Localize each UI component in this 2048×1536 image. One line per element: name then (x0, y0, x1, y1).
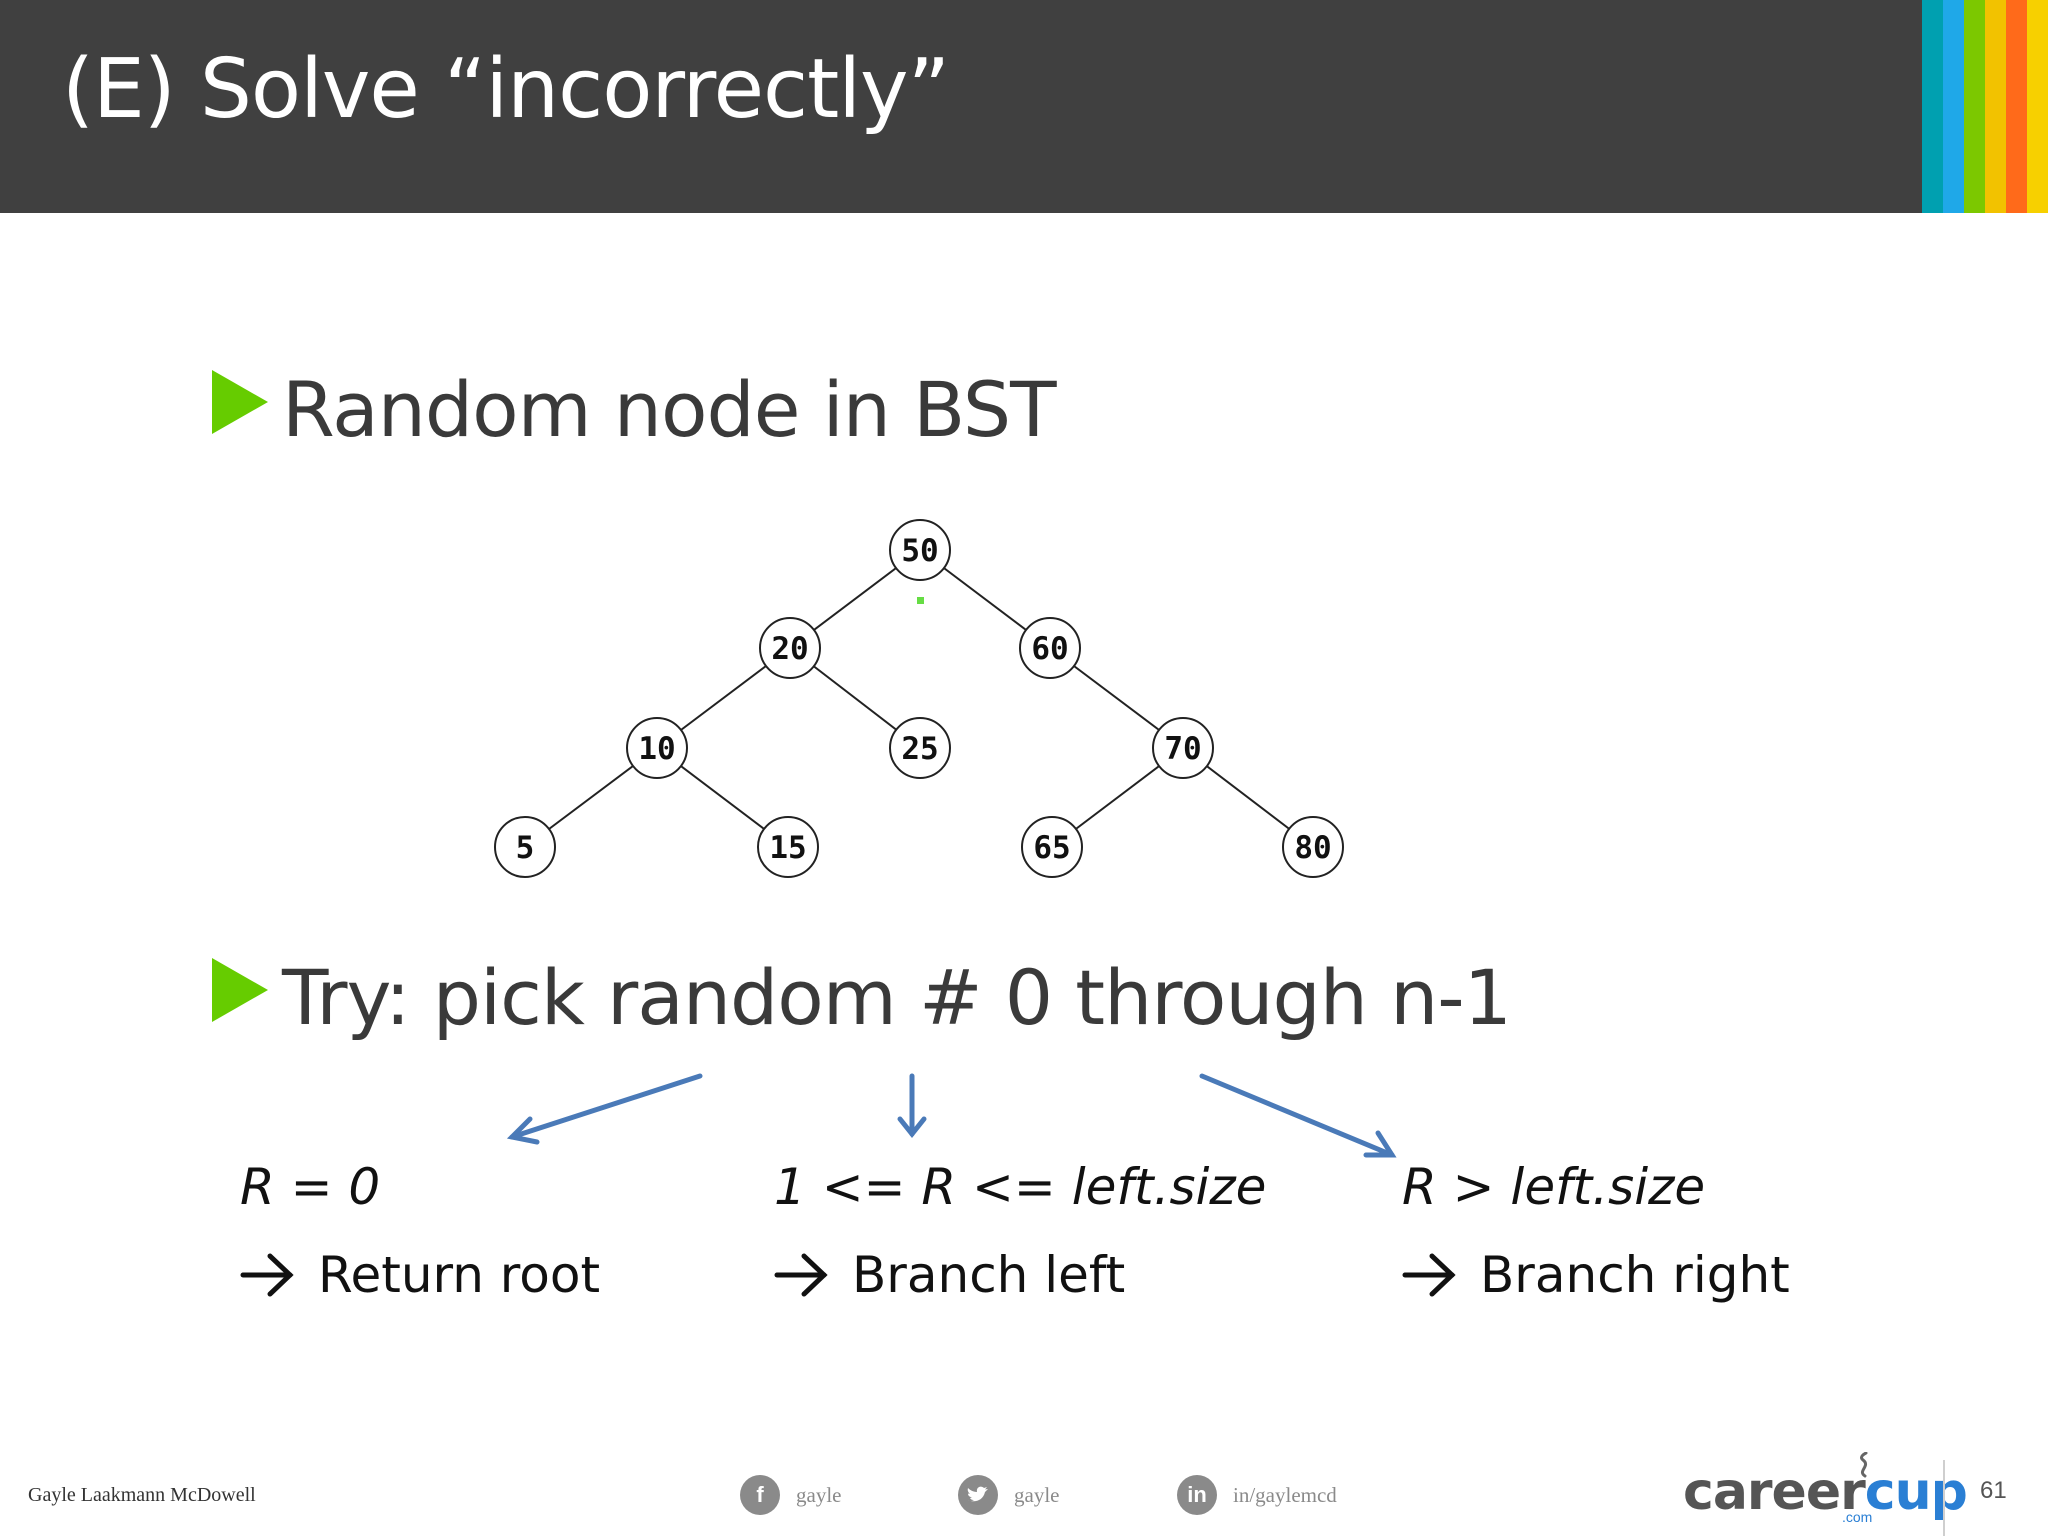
node-5: 5 (494, 816, 556, 878)
node-50: 50 (889, 519, 951, 581)
node-10: 10 (626, 717, 688, 779)
arrow-right-icon (240, 1253, 294, 1297)
bullet-text-1: Random node in BST (282, 365, 1057, 454)
node-label: 65 (1033, 830, 1070, 866)
logo-com: .com (1842, 1509, 1873, 1525)
case-root: R = 0 Return root (240, 1158, 600, 1304)
arrow-right-icon (1402, 1253, 1456, 1297)
social-twitter[interactable]: gayle (958, 1475, 1059, 1515)
node-label: 20 (771, 631, 808, 667)
facebook-handle: gayle (796, 1482, 842, 1507)
node-label: 70 (1164, 731, 1201, 767)
social-facebook[interactable]: f gayle (740, 1475, 841, 1515)
node-25: 25 (889, 717, 951, 779)
linkedin-icon[interactable]: in (1177, 1475, 1217, 1515)
footer-divider (1943, 1460, 1945, 1536)
slide-title: (E) Solve “incorrectly” (62, 42, 950, 137)
steam-icon (1860, 1452, 1868, 1478)
social-linkedin[interactable]: in in/gaylemcd (1177, 1475, 1337, 1515)
color-stripes (1922, 0, 2048, 213)
node-label: 60 (1031, 631, 1068, 667)
node-label: 15 (769, 830, 806, 866)
node-label: 25 (901, 731, 938, 767)
stripe-yellow (1985, 0, 2006, 213)
arrow-right-icon (774, 1253, 828, 1297)
arrow-left (506, 1073, 703, 1145)
bullet-marker (212, 370, 268, 434)
case-result: Return root (240, 1246, 600, 1304)
node-70: 70 (1152, 717, 1214, 779)
arrow-down (897, 1073, 927, 1139)
case-condition: R > left.size (1402, 1158, 1706, 1216)
case-condition: R = 0 (240, 1158, 381, 1216)
page-number: 61 (1980, 1477, 2007, 1504)
stripe-green (1964, 0, 1985, 213)
node-20: 20 (759, 617, 821, 679)
case-result-label: Branch left (852, 1246, 1126, 1304)
green-dot (917, 597, 924, 604)
case-result-label: Return root (318, 1246, 601, 1304)
case-result: Branch right (1402, 1246, 1790, 1304)
stripe-blue (1943, 0, 1964, 213)
twitter-icon[interactable] (958, 1475, 998, 1515)
node-80: 80 (1282, 816, 1344, 878)
logo-career: career (1683, 1462, 1866, 1522)
node-60: 60 (1019, 617, 1081, 679)
case-result: Branch left (774, 1246, 1266, 1304)
case-result-label: Branch right (1480, 1246, 1790, 1304)
logo-cup: cup (1864, 1462, 1968, 1522)
slide-header (0, 0, 2048, 213)
linkedin-handle: in/gaylemcd (1233, 1482, 1337, 1507)
node-label: 5 (516, 830, 535, 866)
case-right: R > left.size Branch right (1402, 1158, 1790, 1304)
stripe-gold (2027, 0, 2048, 213)
case-left: 1 <= R <= left.size Branch left (774, 1158, 1266, 1304)
twitter-handle: gayle (1014, 1482, 1060, 1507)
node-15: 15 (757, 816, 819, 878)
careercup-logo[interactable]: careercup (1683, 1462, 1968, 1522)
stripe-teal (1922, 0, 1943, 213)
author-name: Gayle Laakmann McDowell (28, 1484, 256, 1506)
stripe-orange (2006, 0, 2027, 213)
bullet-text-2: Try: pick random # 0 through n-1 (282, 953, 1512, 1042)
bullet-marker (212, 958, 268, 1022)
node-label: 50 (901, 533, 938, 569)
facebook-icon[interactable]: f (740, 1475, 780, 1515)
node-label: 10 (638, 731, 675, 767)
case-condition: 1 <= R <= left.size (774, 1158, 1267, 1216)
arrow-right (1199, 1073, 1397, 1158)
node-label: 80 (1294, 830, 1331, 866)
node-65: 65 (1021, 816, 1083, 878)
bst-diagram: 50 20 60 10 25 70 5 15 65 80 (494, 519, 1344, 878)
